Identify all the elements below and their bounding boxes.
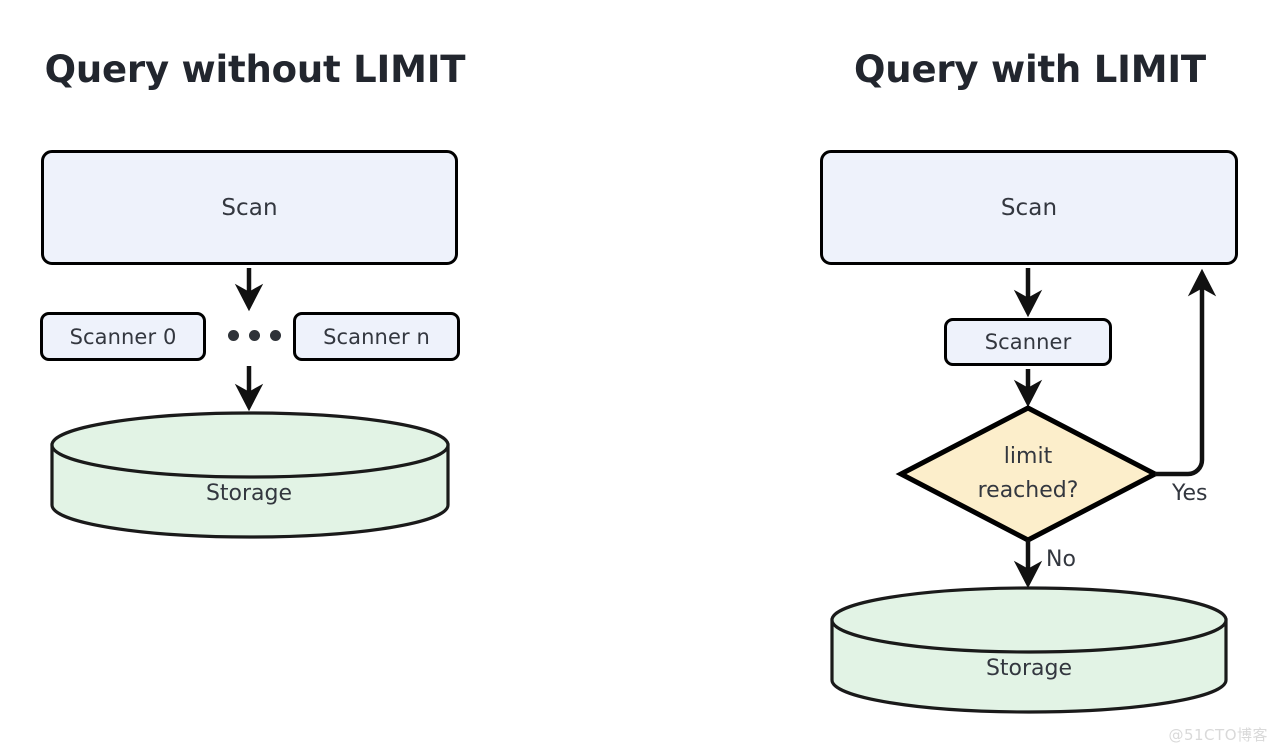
decision-diamond-limit-reached	[895, 405, 1161, 543]
dot-icon	[270, 330, 281, 341]
edge-label-yes: Yes	[1172, 481, 1208, 506]
panel-title-without-limit: Query without LIMIT	[44, 48, 466, 91]
watermark: @51CTO博客	[1168, 726, 1268, 744]
dot-icon	[249, 330, 260, 341]
edge-label-no: No	[1046, 547, 1076, 572]
node-scan-left[interactable]: Scan	[41, 150, 458, 265]
node-scan-right[interactable]: Scan	[820, 150, 1238, 265]
panel-title-with-limit: Query with LIMIT	[854, 48, 1206, 91]
node-scanner-right[interactable]: Scanner	[944, 318, 1112, 366]
node-scanner-0[interactable]: Scanner 0	[40, 312, 206, 361]
dot-icon	[228, 330, 239, 341]
ellipsis-scanners-icon	[228, 330, 281, 341]
storage-cylinder-left	[50, 411, 450, 539]
storage-cylinder-right	[830, 586, 1228, 714]
node-scanner-n[interactable]: Scanner n	[293, 312, 460, 361]
edge-yes-loop-to-scan	[1155, 268, 1217, 477]
